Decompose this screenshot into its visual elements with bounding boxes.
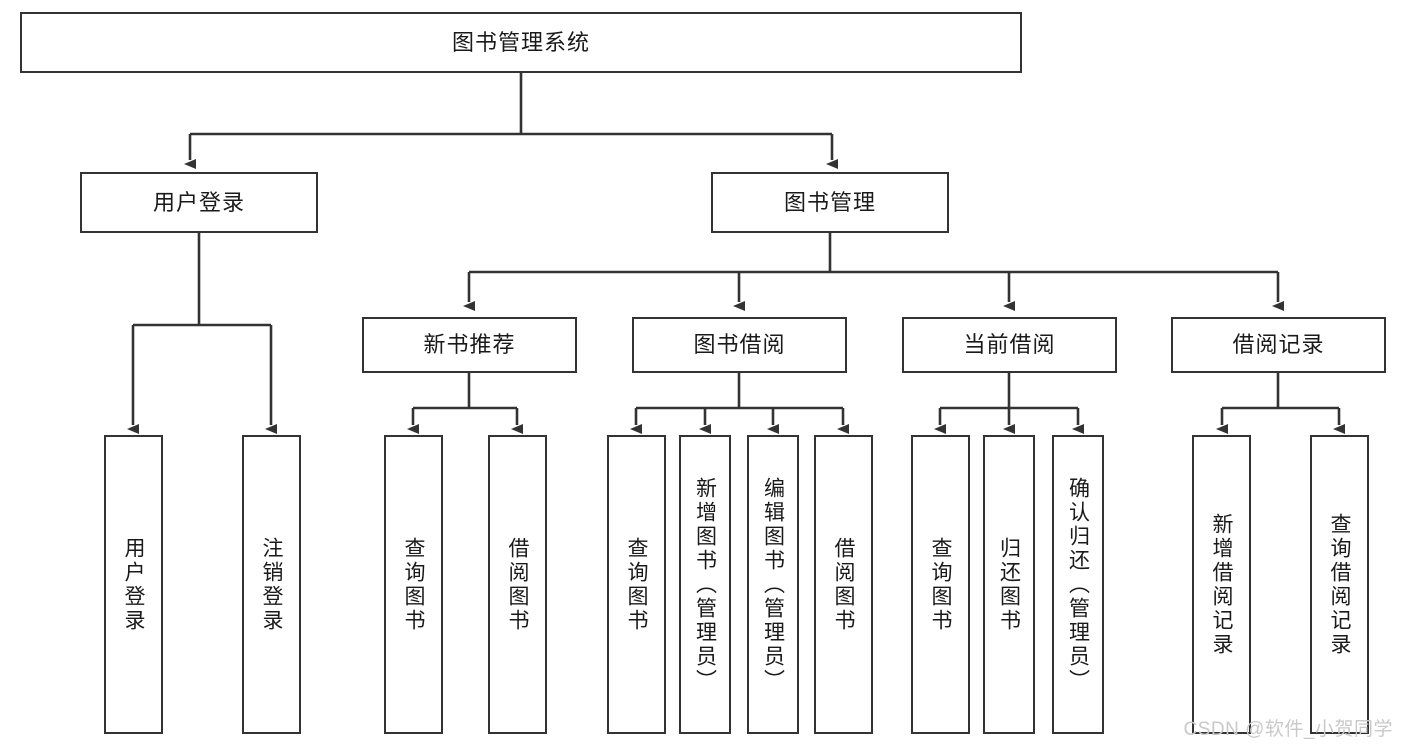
node-leaf-query-book-3[interactable]: 查询图书 (911, 435, 970, 734)
node-leaf-borrow-book-2-label: 借阅图书 (832, 536, 856, 633)
node-leaf-user-logout-label: 注销登录 (260, 536, 284, 633)
node-leaf-add-book[interactable]: 新增图书（管理员） (679, 435, 731, 734)
node-leaf-add-record[interactable]: 新增借阅记录 (1192, 435, 1251, 734)
node-user-login-label: 用户登录 (152, 189, 245, 215)
node-leaf-query-book-1-label: 查询图书 (402, 536, 426, 633)
node-book-manage-label: 图书管理 (783, 189, 876, 215)
node-leaf-query-book-3-label: 查询图书 (929, 536, 953, 633)
node-book-borrow-label: 图书借阅 (693, 332, 786, 358)
node-leaf-add-record-label: 新增借阅记录 (1210, 512, 1234, 657)
node-root-label: 图书管理系统 (451, 29, 590, 55)
node-leaf-add-book-label: 新增图书（管理员） (693, 476, 717, 693)
node-leaf-user-login[interactable]: 用户登录 (104, 435, 163, 734)
node-user-login[interactable]: 用户登录 (80, 172, 318, 233)
node-leaf-edit-book-label: 编辑图书（管理员） (761, 476, 785, 693)
node-leaf-edit-book[interactable]: 编辑图书（管理员） (747, 435, 799, 734)
node-new-book-rec-label: 新书推荐 (423, 332, 516, 358)
node-root[interactable]: 图书管理系统 (20, 12, 1022, 73)
node-leaf-user-login-label: 用户登录 (122, 536, 146, 633)
node-leaf-borrow-book-1-label: 借阅图书 (506, 536, 530, 633)
node-leaf-return-book[interactable]: 归还图书 (983, 435, 1035, 734)
node-leaf-query-record[interactable]: 查询借阅记录 (1310, 435, 1369, 734)
node-book-borrow[interactable]: 图书借阅 (632, 317, 847, 373)
csdn-watermark: CSDN @软件_小贺同学 (1183, 719, 1393, 740)
node-leaf-borrow-book-2[interactable]: 借阅图书 (814, 435, 873, 734)
node-leaf-user-logout[interactable]: 注销登录 (242, 435, 301, 734)
node-leaf-confirm-return-label: 确认归还（管理员） (1066, 476, 1090, 693)
node-new-book-rec[interactable]: 新书推荐 (362, 317, 577, 373)
node-leaf-query-book-2[interactable]: 查询图书 (607, 435, 666, 734)
node-borrow-record-label: 借阅记录 (1232, 332, 1325, 358)
node-leaf-query-book-2-label: 查询图书 (625, 536, 649, 633)
node-leaf-query-record-label: 查询借阅记录 (1328, 512, 1352, 657)
node-leaf-confirm-return[interactable]: 确认归还（管理员） (1052, 435, 1104, 734)
node-leaf-query-book-1[interactable]: 查询图书 (384, 435, 443, 734)
node-leaf-borrow-book-1[interactable]: 借阅图书 (488, 435, 547, 734)
node-book-manage[interactable]: 图书管理 (711, 172, 949, 233)
node-current-borrow[interactable]: 当前借阅 (902, 317, 1117, 373)
node-leaf-return-book-label: 归还图书 (997, 536, 1021, 633)
node-borrow-record[interactable]: 借阅记录 (1171, 317, 1386, 373)
node-current-borrow-label: 当前借阅 (963, 332, 1056, 358)
